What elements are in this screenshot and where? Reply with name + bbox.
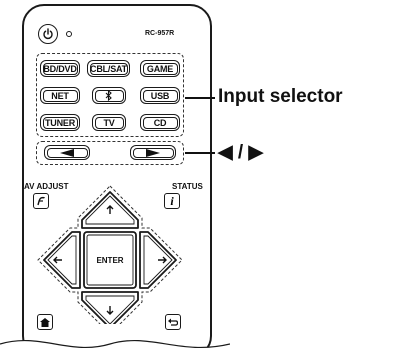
enter-label: ENTER (96, 256, 124, 265)
input-cbl-sat-button[interactable]: CBL/SAT (87, 60, 130, 77)
av-adjust-button[interactable] (33, 193, 49, 209)
power-button[interactable] (38, 24, 58, 44)
input-usb-button[interactable]: USB (140, 87, 180, 104)
info-icon: i (170, 193, 174, 208)
status-label: STATUS (172, 182, 203, 191)
back-button[interactable] (165, 314, 181, 330)
down-arrow-button[interactable] (81, 291, 139, 324)
arrows-leader-line (185, 152, 215, 154)
av-adjust-label: AV ADJUST (24, 182, 69, 191)
up-arrow-button[interactable] (81, 191, 139, 229)
av-adjust-icon (37, 196, 45, 206)
status-button[interactable]: i (164, 193, 180, 209)
home-icon (40, 317, 50, 327)
power-icon (43, 28, 53, 40)
input-selector-callout: Input selector (218, 86, 343, 107)
enter-button[interactable] (83, 231, 137, 289)
input-game-button[interactable]: GAME (140, 60, 180, 77)
input-selector-leader-line (185, 97, 215, 99)
input-bd-dvd-button[interactable]: BD/DVD (40, 60, 80, 77)
right-arrow-button[interactable] (130, 145, 176, 160)
arrows-callout: ◀ / ▶ (218, 142, 264, 163)
direction-pad (37, 185, 183, 324)
home-button[interactable] (37, 314, 53, 330)
bluetooth-icon (105, 90, 112, 101)
left-arrow-pad-button[interactable] (43, 231, 81, 289)
back-icon (168, 318, 178, 326)
right-arrow-pad-button[interactable] (139, 231, 177, 289)
input-bluetooth-button[interactable] (92, 87, 126, 104)
input-tuner-button[interactable]: TUNER (40, 114, 80, 131)
model-label: RC-957R (145, 30, 175, 37)
left-arrow-icon (60, 148, 74, 157)
remote-cutoff-wave (0, 340, 230, 360)
input-selector-group (36, 53, 184, 137)
input-net-button[interactable]: NET (40, 87, 80, 104)
left-arrow-button[interactable] (44, 145, 90, 160)
indicator-led (66, 31, 72, 37)
right-arrow-icon (146, 148, 160, 157)
arrow-button-group (36, 141, 184, 165)
input-tv-button[interactable]: TV (92, 114, 126, 131)
input-cd-button[interactable]: CD (140, 114, 180, 131)
